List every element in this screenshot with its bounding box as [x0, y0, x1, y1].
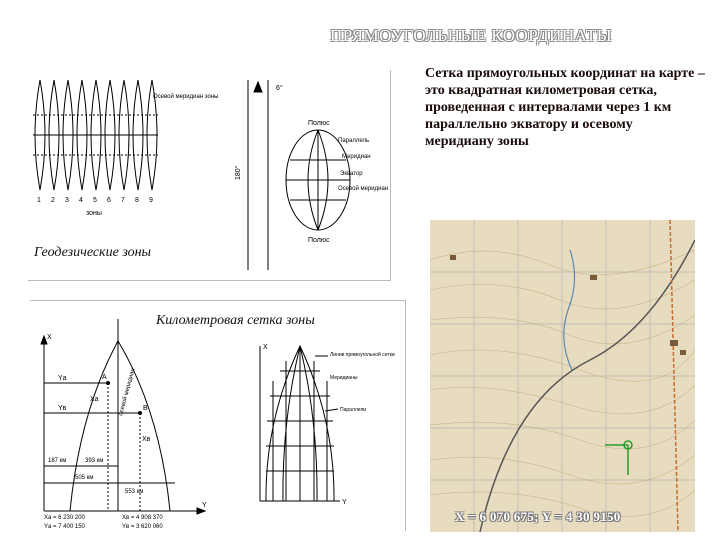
point-a-label: A	[102, 374, 107, 381]
grid-figure: X Y осевой меридиан Yа Yв Xа Xв A B 187 …	[30, 300, 406, 531]
xa-value: Xа = 6 230 200	[44, 515, 86, 521]
zone-number-3: 3	[65, 197, 69, 204]
zone-number-6: 6	[107, 197, 111, 204]
yb-value: Yв = 3 620 060	[122, 524, 163, 530]
axial-meridians-label: Осевой меридиан зоны	[153, 93, 218, 100]
grid-y-axis-left: Y	[202, 502, 207, 509]
map-coordinates: X = 6 070 675; Y = 4 30 9150	[455, 509, 621, 524]
xa-label: Xа	[90, 396, 99, 403]
caption-geodesic-zones: Геодезические зоны	[30, 244, 156, 262]
six-degree-label: 6°	[276, 84, 283, 92]
xb-label: Xв	[142, 436, 151, 443]
zone-numbers: 1 2 3 4 5 6 7 8 9	[37, 197, 153, 204]
zones-figure: Осевой меридиан зоны 1 2 3 4 5 6 7 8 9 з…	[28, 70, 391, 281]
map-image	[429, 219, 696, 533]
parallel-label: Параллель	[338, 138, 369, 144]
description-text: Сетка прямоугольных координат на карте –…	[425, 66, 705, 149]
zones-label: зоны	[86, 210, 102, 217]
axial-meridian-text: осевой меридиан	[117, 368, 136, 417]
zones-diagram: Осевой меридиан зоны 1 2 3 4 5 6 7 8 9 з…	[33, 79, 388, 270]
zone-number-2: 2	[51, 197, 55, 204]
axial-meridian-label: Осевой меридиан	[338, 185, 388, 192]
deg-180-label: 180°	[234, 165, 242, 180]
topographic-map	[429, 219, 696, 533]
caption-km-grid: Километровая сетка зоны	[152, 312, 319, 330]
dist-505: 505 км	[75, 475, 93, 481]
dist-187: 187 км	[48, 458, 66, 464]
zone-number-1: 1	[37, 197, 41, 204]
dist-553: 553 км	[125, 489, 143, 495]
dist-393: 393 км	[85, 458, 103, 464]
pole-bottom-label: Полюс	[308, 237, 330, 244]
zone-number-5: 5	[93, 197, 97, 204]
zone-number-8: 8	[135, 197, 139, 204]
zone-number-4: 4	[79, 197, 83, 204]
zone-number-7: 7	[121, 197, 125, 204]
grid-x-axis-right: X	[263, 344, 268, 351]
grid-x-axis-left: X	[47, 334, 52, 341]
map-point-marker	[605, 440, 633, 475]
ya-label: Yа	[58, 375, 67, 382]
point-b-label: B	[143, 405, 148, 412]
zone-number-9: 9	[149, 197, 153, 204]
parallels-label: Параллели	[340, 407, 366, 413]
grid-lines-label: Линии прямоугольной сетки	[330, 351, 395, 358]
meridian-label: Меридиан	[342, 154, 371, 160]
yb-label: Yв	[58, 405, 67, 412]
grid-diagram: X Y осевой меридиан Yа Yв Xа Xв A B 187 …	[40, 319, 395, 530]
pole-top-label: Полюс	[308, 120, 330, 127]
slide-title: ПРЯМОУГОЛЬНЫЕ КООРДИНАТЫ	[330, 26, 613, 45]
ya-value: Yа = 7 400 150	[44, 524, 86, 530]
grid-y-axis-right: Y	[342, 499, 347, 506]
xb-value: Xв = 4 908 370	[122, 515, 163, 521]
equator-label: Экватор	[340, 171, 363, 177]
meridians-label: Меридианы	[330, 375, 358, 381]
